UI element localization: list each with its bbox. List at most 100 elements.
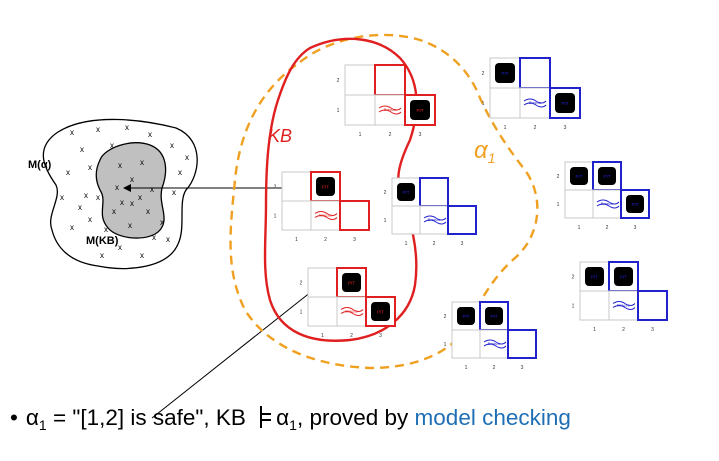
model-x-mark: x bbox=[185, 153, 189, 162]
grid-cell bbox=[447, 205, 477, 235]
model-x-mark: x bbox=[128, 221, 132, 230]
pit-label: PIT bbox=[402, 190, 409, 195]
kb-label: KB bbox=[268, 126, 292, 146]
pit-icon bbox=[410, 100, 430, 120]
grid-cell bbox=[344, 64, 376, 96]
grid-cell bbox=[579, 290, 610, 321]
model-x-mark: x bbox=[88, 163, 92, 172]
model-x-mark: x bbox=[84, 191, 88, 200]
pit-label: PIT bbox=[620, 275, 627, 280]
pit-label: PIT bbox=[462, 314, 469, 319]
pit-icon bbox=[555, 93, 575, 113]
alpha1-label: α1 bbox=[474, 137, 495, 166]
pit-label: PIT bbox=[490, 314, 497, 319]
grid-cell bbox=[419, 177, 449, 207]
breeze-label: Breeze bbox=[384, 107, 397, 112]
model-x-mark: x bbox=[60, 193, 64, 202]
pit-icon bbox=[570, 167, 588, 185]
alpha-subscript: 1 bbox=[38, 417, 47, 433]
breeze-label: Breeze bbox=[345, 309, 358, 314]
grid-cell bbox=[620, 189, 650, 219]
col-label-3: 3 bbox=[461, 241, 464, 247]
breeze-label: Breeze bbox=[617, 303, 630, 308]
grid-cell bbox=[489, 87, 521, 119]
col-label-3: 3 bbox=[521, 365, 524, 371]
model-x-mark: x bbox=[146, 207, 150, 216]
model-x-mark: x bbox=[120, 198, 124, 207]
alpha-subscript-2: 1 bbox=[289, 417, 297, 433]
breeze-label: Breeze bbox=[428, 217, 441, 222]
alpha-symbol-2: α bbox=[276, 405, 290, 430]
breeze-icon: Breeze bbox=[612, 301, 636, 310]
grid-cell bbox=[608, 290, 639, 321]
model-x-mark: x bbox=[112, 207, 116, 216]
pointer-line bbox=[151, 279, 327, 419]
grid-cell bbox=[281, 200, 312, 231]
model-x-mark: x bbox=[118, 161, 122, 170]
row-label-2: 2 bbox=[557, 174, 560, 180]
col-label-3: 3 bbox=[353, 237, 356, 243]
pit-label: PIT bbox=[322, 185, 329, 190]
grid-cell bbox=[564, 189, 594, 219]
model-x-mark: x bbox=[66, 168, 70, 177]
model-x-mark: x bbox=[152, 233, 156, 242]
model-x-mark: x bbox=[140, 158, 144, 167]
breeze-label: Breeze bbox=[319, 213, 332, 218]
grid-cell bbox=[374, 64, 406, 96]
model-x-mark: x bbox=[150, 185, 154, 194]
grid-cell bbox=[339, 200, 370, 231]
grid-cell bbox=[519, 57, 551, 89]
col-label-3: 3 bbox=[651, 327, 654, 333]
row-label-2: 2 bbox=[274, 185, 277, 191]
pit-label: PIT bbox=[377, 310, 384, 315]
grid-cell bbox=[281, 171, 312, 202]
row-label-1: 1 bbox=[482, 101, 485, 107]
col-label-2: 2 bbox=[324, 237, 327, 243]
grid-cell bbox=[507, 329, 537, 359]
breeze-icon: Breeze bbox=[340, 307, 364, 316]
row-label-2: 2 bbox=[337, 78, 340, 84]
model-x-mark: x bbox=[96, 193, 100, 202]
breeze-icon: Breeze bbox=[596, 199, 620, 209]
pit-label: PIT bbox=[575, 174, 582, 179]
caption-text-1: = "[1,2] is safe", KB bbox=[46, 405, 253, 430]
pit-icon bbox=[585, 267, 604, 286]
breeze-label: Breeze bbox=[488, 341, 501, 346]
model-x-mark: x bbox=[115, 183, 119, 192]
model-space-outline bbox=[42, 118, 198, 270]
pit-label: PIT bbox=[501, 71, 508, 76]
model-x-mark: x bbox=[170, 141, 174, 150]
col-label-3: 3 bbox=[419, 132, 422, 138]
model-x-mark: x bbox=[130, 175, 134, 184]
pit-icon bbox=[457, 307, 475, 325]
row-label-2: 2 bbox=[572, 275, 575, 281]
breeze-label: Breeze bbox=[601, 201, 614, 206]
col-label-2: 2 bbox=[350, 333, 353, 339]
model-x-mark: x bbox=[130, 199, 134, 208]
row-label-2: 2 bbox=[444, 314, 447, 320]
model-checking-link[interactable]: model checking bbox=[414, 405, 571, 430]
grid-cell bbox=[637, 290, 668, 321]
col-label-1: 1 bbox=[504, 125, 507, 131]
grid-cell bbox=[451, 329, 481, 359]
col-label-1: 1 bbox=[321, 333, 324, 339]
col-label-1: 1 bbox=[593, 327, 596, 333]
pit-icon bbox=[485, 307, 503, 325]
grid-cell bbox=[344, 94, 376, 126]
row-label-2: 2 bbox=[384, 190, 387, 196]
model-x-mark: x bbox=[88, 215, 92, 224]
entails-symbol bbox=[258, 406, 272, 428]
pit-icon bbox=[316, 177, 335, 196]
breeze-icon: Breeze bbox=[483, 339, 507, 349]
grid-cell bbox=[391, 205, 421, 235]
col-label-2: 2 bbox=[622, 327, 625, 333]
